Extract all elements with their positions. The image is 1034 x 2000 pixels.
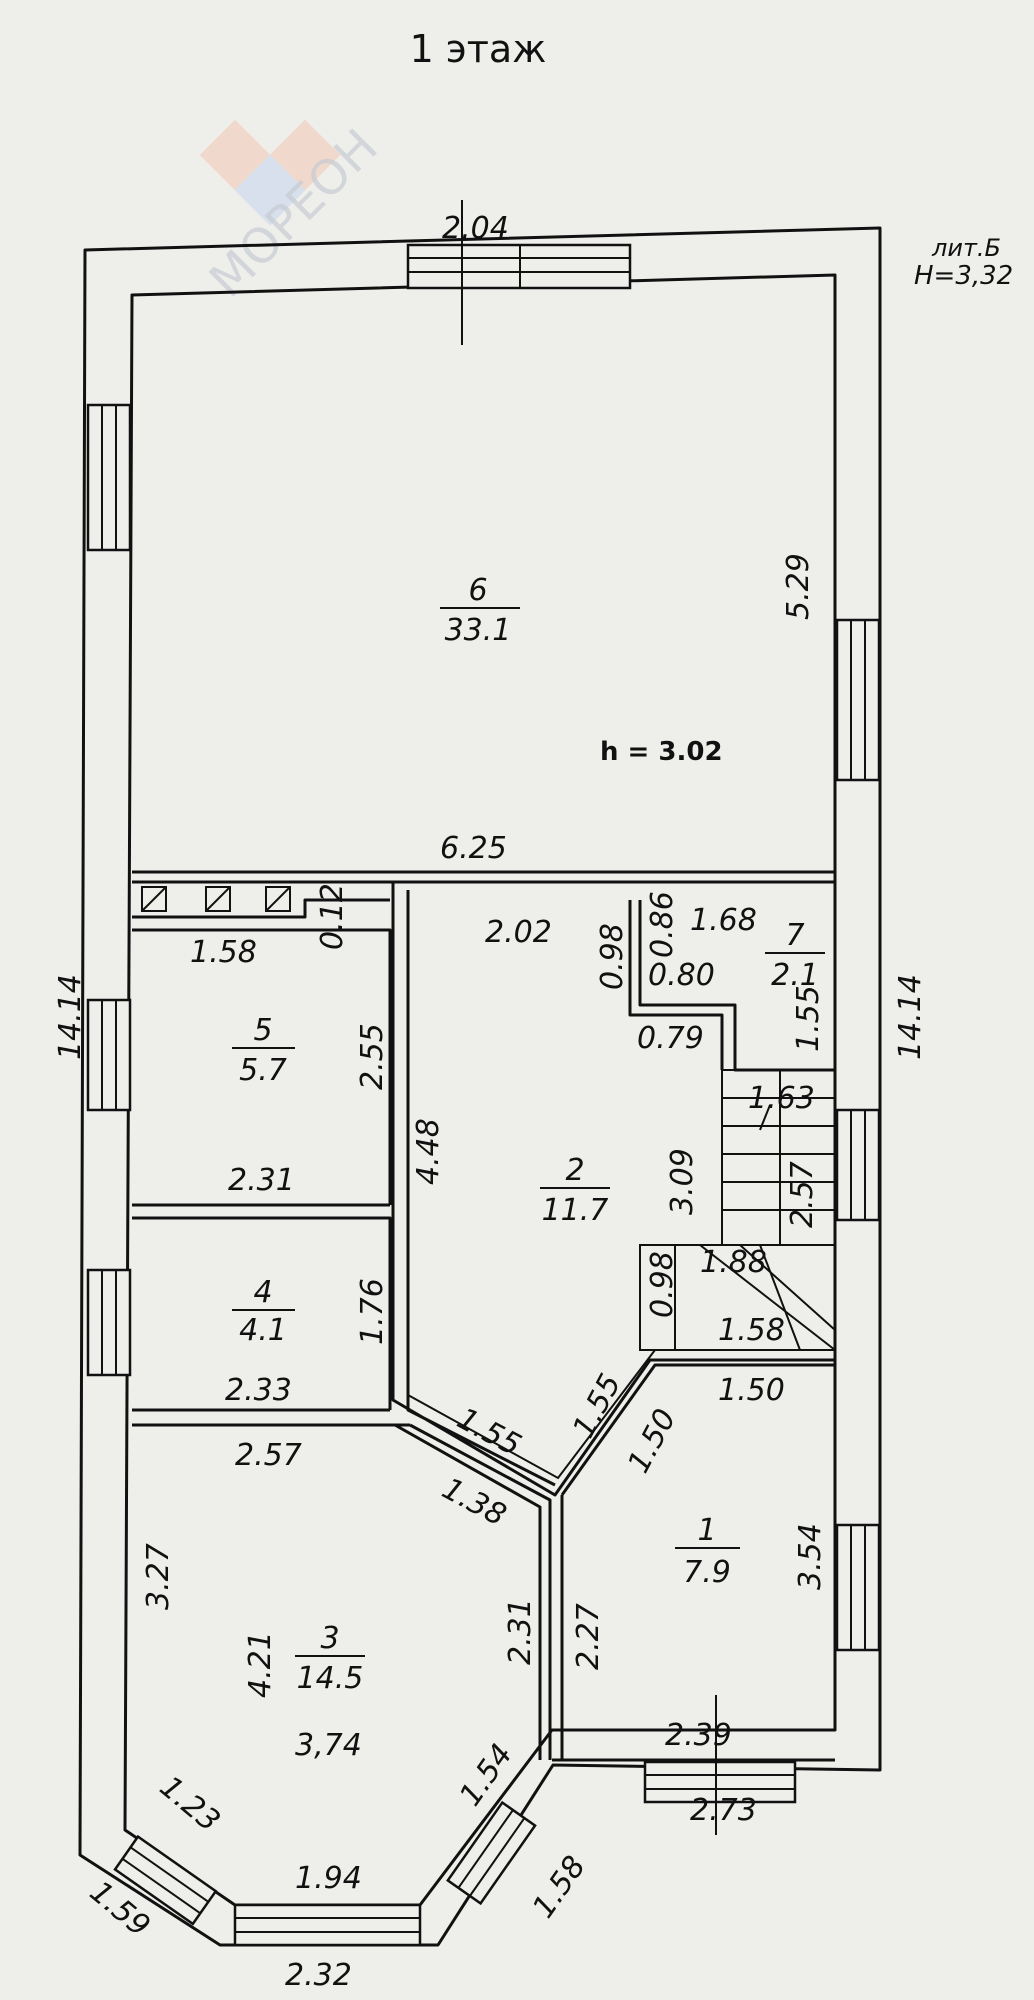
dim-label: 2.55 <box>355 1023 390 1090</box>
svg-text:7.9: 7.9 <box>683 1555 731 1590</box>
wall-room3 <box>394 1423 564 1760</box>
svg-text:14.5: 14.5 <box>297 1661 364 1696</box>
dim-label: 2.27 <box>571 1603 606 1670</box>
watermark-logo <box>199 119 341 226</box>
dim-label: 2.04 <box>442 211 509 246</box>
dim-label: 1.58 <box>526 1850 593 1925</box>
dim-label: 2.73 <box>690 1793 757 1828</box>
dim-label: 0.80 <box>648 958 715 993</box>
dim-label: 2.39 <box>665 1718 732 1753</box>
dim-label: 0.98 <box>595 923 630 990</box>
dim-label: 2.31 <box>503 1598 538 1665</box>
dim-label: 1.55 <box>791 985 826 1052</box>
window-right-3 <box>835 1523 881 1652</box>
room-5-label: 5 5.7 <box>232 1013 295 1088</box>
svg-text:11.7: 11.7 <box>542 1193 609 1228</box>
dim-label: 1.58 <box>190 935 257 970</box>
stamp-line2: H=3,32 <box>914 261 1013 291</box>
svg-text:2.1: 2.1 <box>771 958 819 993</box>
room-1-label: 1 7.9 <box>675 1513 740 1590</box>
wall-room4 <box>132 1408 410 1427</box>
dim-label: 1.58 <box>718 1313 785 1348</box>
ventilation-ducts <box>141 886 291 912</box>
dim-label: 14.14 <box>893 974 928 1060</box>
wall-room5 <box>132 898 392 1410</box>
svg-text:5: 5 <box>253 1013 272 1048</box>
dim-label: 1.76 <box>355 1278 390 1345</box>
dim-label: 2.32 <box>285 1958 352 1993</box>
ceiling-height-note: h = 3.02 <box>600 737 723 767</box>
page-title: 1 этаж <box>410 27 547 71</box>
window-left-3 <box>86 1268 132 1377</box>
dim-label: 4.21 <box>243 1631 278 1698</box>
dim-label: 4.48 <box>411 1118 446 1185</box>
svg-text:33.1: 33.1 <box>445 613 512 648</box>
dim-label: 2.57 <box>785 1161 820 1228</box>
window-bay-left <box>113 1834 218 1926</box>
svg-text:5.7: 5.7 <box>239 1053 287 1088</box>
dimension-labels: 2.04 5.29 6.25 14.14 14.14 0.12 1.58 2.5… <box>53 211 928 1993</box>
svg-text:4.1: 4.1 <box>239 1313 287 1348</box>
dim-label: 1.23 <box>153 1769 227 1839</box>
room-6-label: 6 33.1 <box>440 573 520 648</box>
dim-label: 0.98 <box>645 1251 680 1318</box>
wall-room2-inner <box>407 890 656 1480</box>
window-bottom <box>233 1903 422 1947</box>
window-right-2 <box>835 1108 881 1222</box>
outer-wall-inner-line <box>123 273 837 1907</box>
dim-label: 6.25 <box>440 831 507 866</box>
svg-text:2: 2 <box>565 1153 584 1188</box>
dim-label: 2.33 <box>225 1373 292 1408</box>
svg-text:1: 1 <box>697 1513 716 1548</box>
window-left-1 <box>86 403 132 552</box>
window-top <box>406 243 632 290</box>
stamp-line1: лит.Б <box>931 234 1001 262</box>
dim-label: 3.09 <box>665 1148 700 1215</box>
window-left-2 <box>86 998 132 1112</box>
room-4-label: 4 4.1 <box>232 1275 295 1348</box>
dim-label: 0.79 <box>637 1021 704 1056</box>
room-3-label: 3 14.5 <box>295 1621 365 1696</box>
dim-label: 0.12 <box>315 883 350 950</box>
dim-label: 3.27 <box>141 1543 176 1610</box>
svg-text:3: 3 <box>320 1621 339 1656</box>
svg-text:4: 4 <box>253 1275 272 1310</box>
dim-label: 14.14 <box>53 974 88 1060</box>
wall-room6-bottom <box>132 870 835 884</box>
dim-label: 1.94 <box>295 1861 362 1896</box>
room-2-label: 2 11.7 <box>540 1153 610 1228</box>
dim-label: 1.50 <box>718 1373 785 1408</box>
dim-label: 1.68 <box>690 903 757 938</box>
room-7-label: 7 2.1 <box>765 918 825 993</box>
stairs <box>639 1069 836 1351</box>
wall-room1 <box>552 1363 835 1762</box>
dim-label: 2.02 <box>485 915 552 950</box>
dim-label: 1.88 <box>700 1245 767 1280</box>
dim-label: 1.50 <box>621 1403 683 1478</box>
dim-label: 0.86 <box>645 891 680 958</box>
dim-label: 1.38 <box>436 1471 511 1533</box>
svg-text:6: 6 <box>468 573 487 608</box>
dim-label: 3,74 <box>295 1728 362 1763</box>
window-right-1 <box>835 618 881 782</box>
dim-label: 1.54 <box>453 1738 520 1813</box>
dim-label: 3.54 <box>793 1523 828 1590</box>
dim-label: 1.63 <box>748 1081 815 1116</box>
window-bay-right <box>446 1800 537 1906</box>
svg-text:7: 7 <box>785 918 804 953</box>
window-bottom-right <box>643 1760 797 1804</box>
dim-label: 5.29 <box>781 553 816 620</box>
dim-label: 2.57 <box>235 1438 302 1473</box>
dim-label: 2.31 <box>228 1163 295 1198</box>
